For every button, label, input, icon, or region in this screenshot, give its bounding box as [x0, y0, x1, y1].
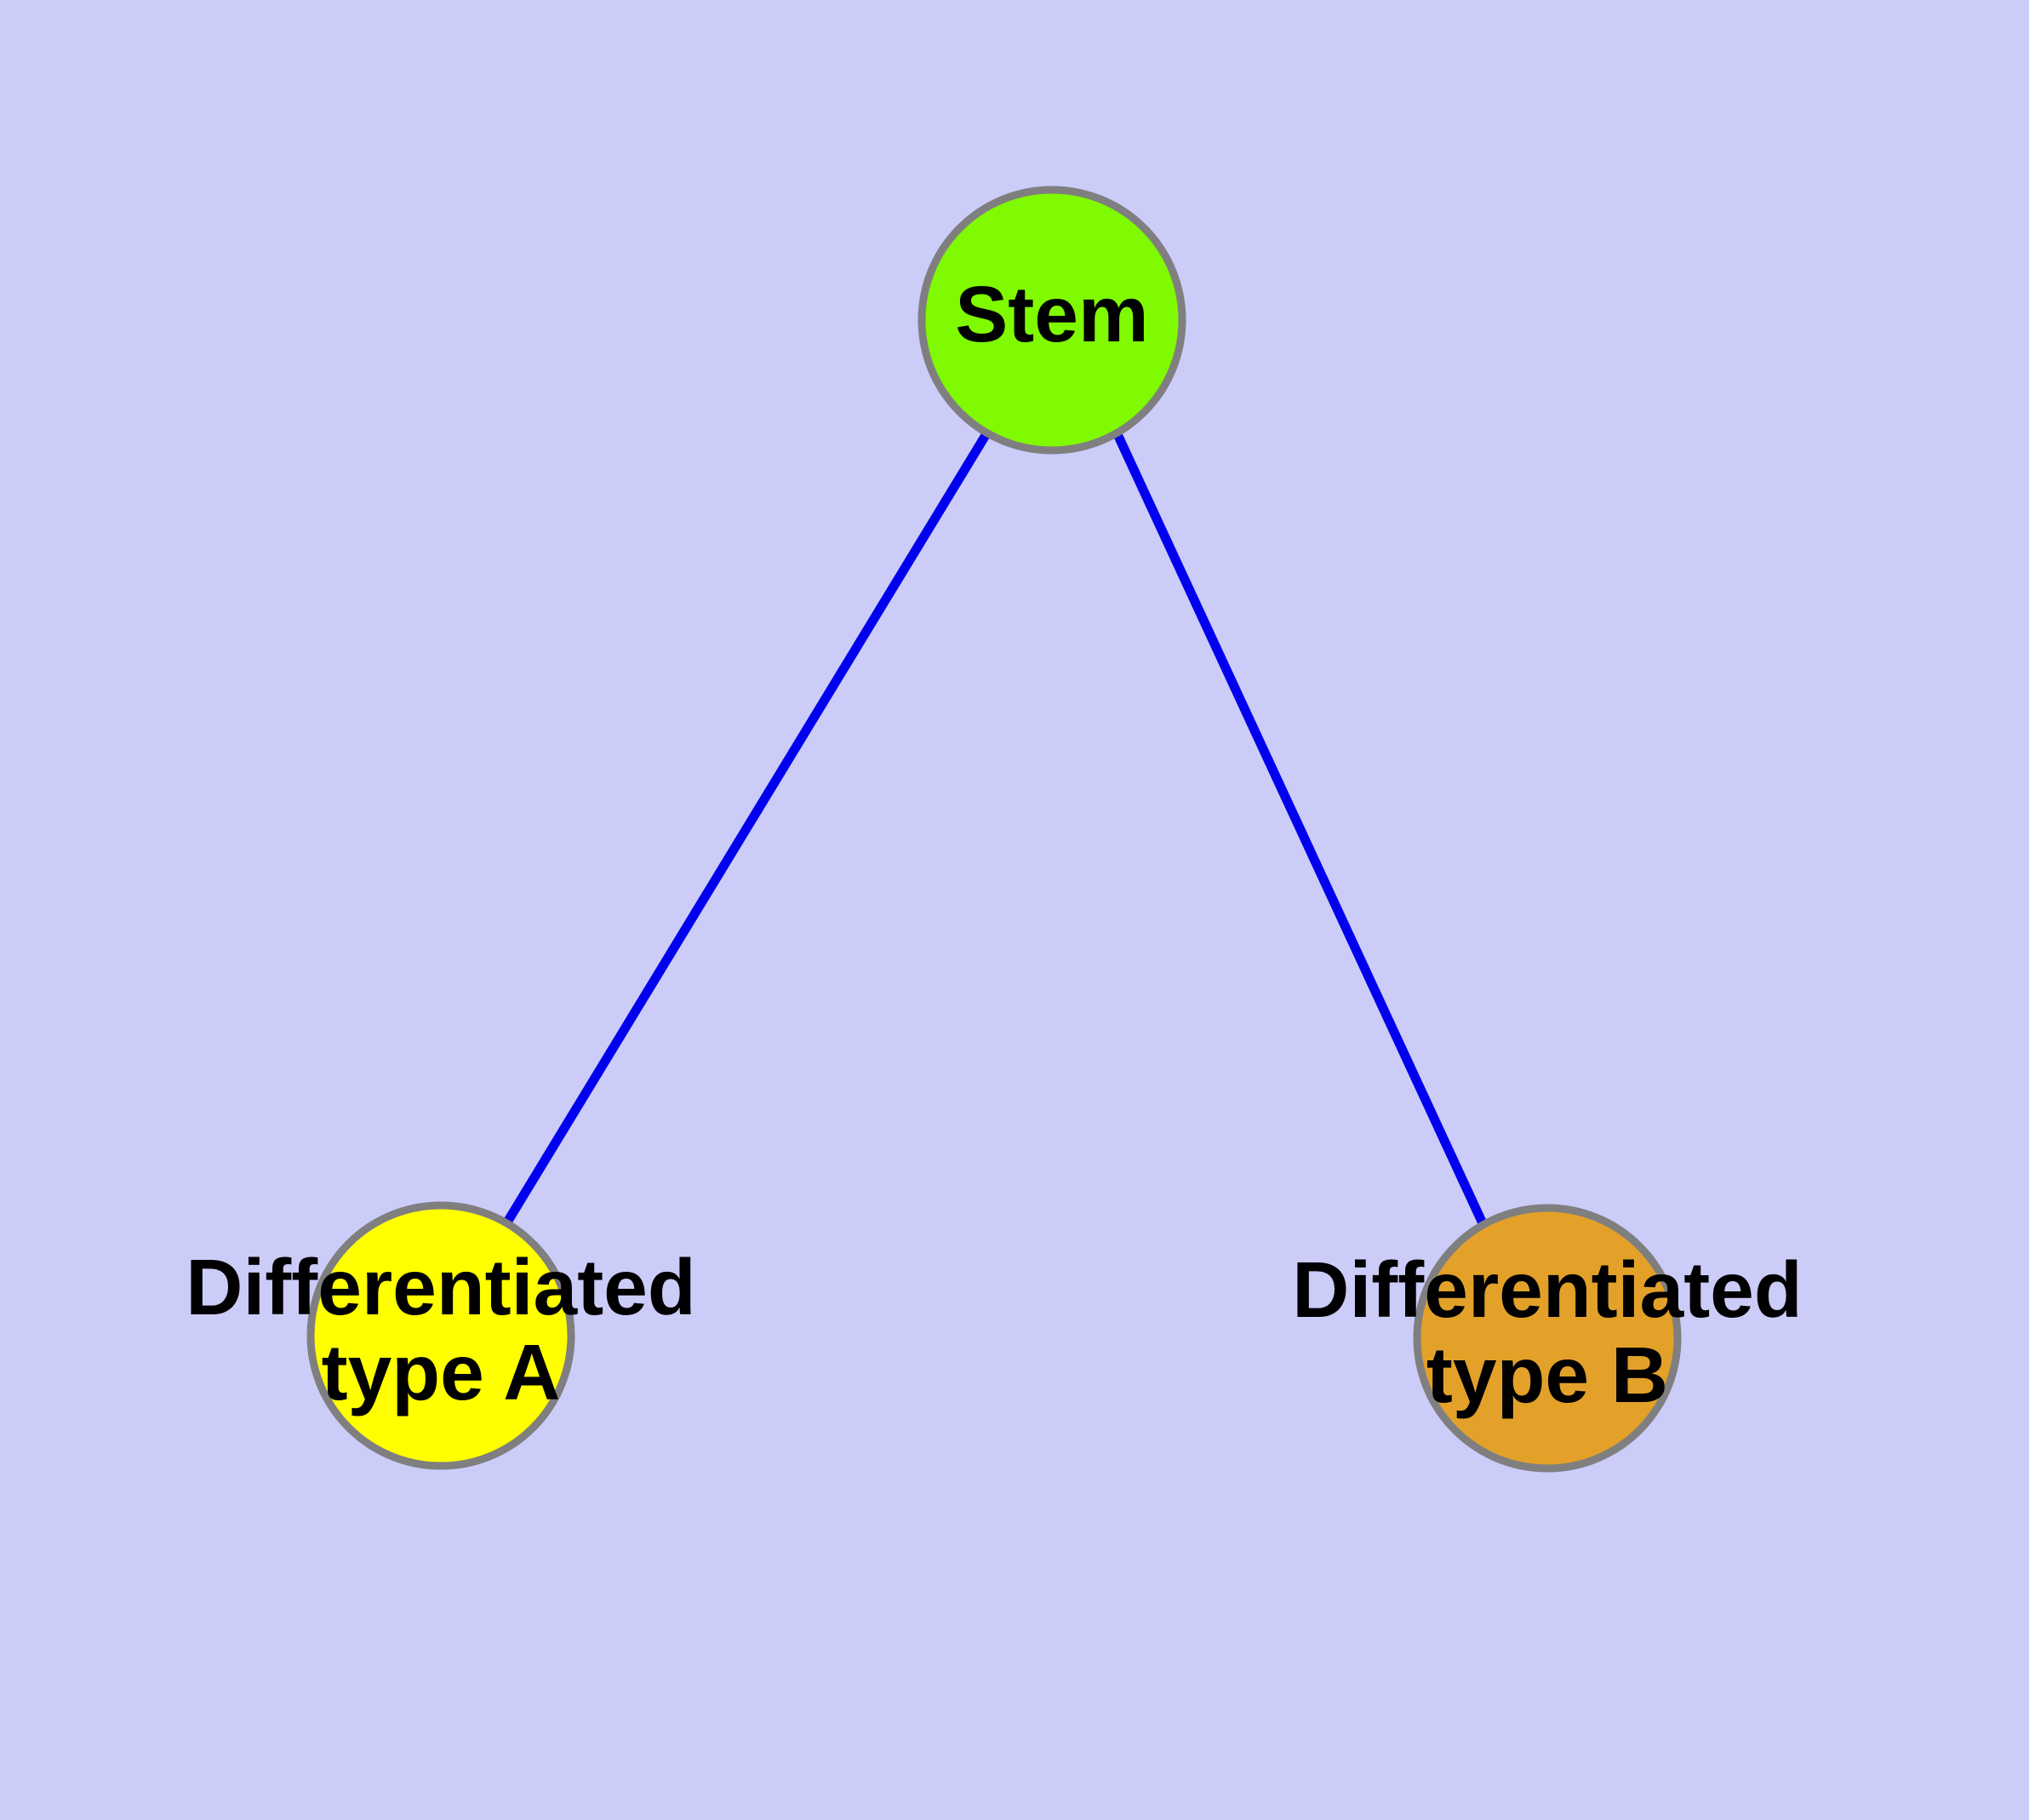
graph-edge-stem-to-diff-a[interactable] [504, 430, 992, 1223]
graph-edge-stem-to-diff-b[interactable] [1112, 430, 1487, 1226]
graph-node-diff_b[interactable] [1413, 1204, 1682, 1473]
nodes-layer [306, 186, 1682, 1473]
graph-node-stem[interactable] [917, 186, 1186, 455]
graph-node-label-line: type B [1426, 1331, 1668, 1419]
graph-node-label-line: Differentiated [186, 1242, 695, 1331]
graph-node-label-line: type A [322, 1328, 561, 1417]
graph-node-label-stem: Stem [955, 270, 1148, 358]
graph-node-label-line: Differentiated [1292, 1245, 1802, 1333]
graph-node-diff_a[interactable] [306, 1201, 575, 1470]
edges-layer [504, 430, 1487, 1226]
graph-node-label-line: Stem [955, 270, 1148, 358]
